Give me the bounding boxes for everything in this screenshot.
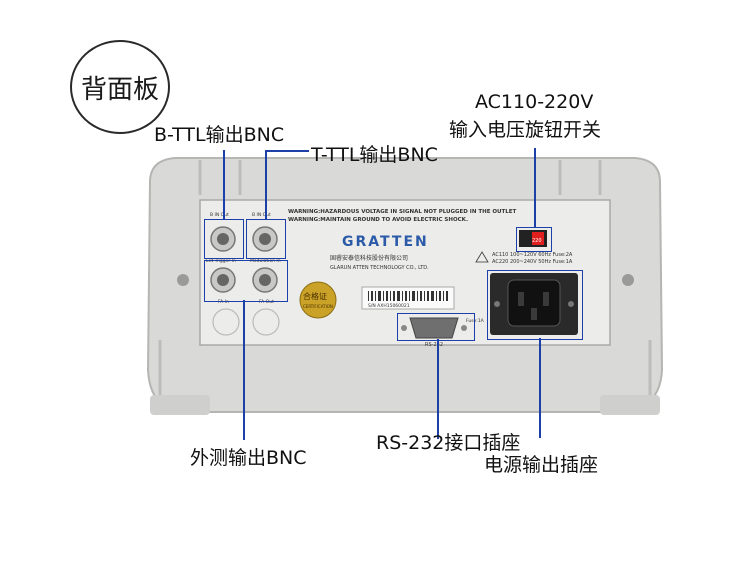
highlight-rs232 — [397, 313, 475, 341]
badge-label: 背面板 — [80, 74, 159, 105]
hazard-icon — [475, 251, 489, 263]
svg-text:B IN Out: B IN Out — [210, 212, 229, 218]
leader-rs232 — [437, 339, 439, 439]
leader-switch — [534, 148, 536, 228]
power-spec-1: AC110 100~120V 60Hz Fuse:2A — [492, 252, 573, 258]
foot-left — [150, 395, 210, 415]
power-spec-2: AC220 200~240V 50Hz Fuse:1A — [492, 259, 573, 265]
fuse-label: Fuse:1A — [466, 318, 485, 324]
company-cn: 国睿安泰信科技股份有限公司 — [330, 254, 408, 262]
voltage-selector-switch: 220 — [519, 230, 547, 247]
leader-t-ttl-h — [265, 150, 309, 152]
power-inlet-socket — [490, 273, 578, 335]
callout-t-ttl: T-TTL输出BNC — [311, 144, 438, 166]
highlight-switch — [516, 227, 552, 252]
leader-external — [243, 300, 245, 440]
callout-b-ttl: B-TTL输出BNC — [154, 124, 285, 146]
callout-power-switch-1: AC110-220V — [475, 91, 594, 113]
warning-line-2: WARNING:MAINTAIN GROUND TO AVOID ELECTRI… — [288, 217, 468, 223]
callout-external: 外测输出BNC — [190, 447, 307, 469]
leader-t-ttl-v — [265, 150, 267, 220]
highlight-power-socket — [487, 270, 583, 340]
svg-text:合格证: 合格证 — [303, 291, 327, 301]
highlight-b-ttl — [204, 219, 244, 259]
svg-text:S/N AXH15060021: S/N AXH15060021 — [368, 303, 410, 309]
fa-in-label: FA In — [218, 299, 229, 305]
ext-trigger-label: Ext Trigger In — [206, 258, 236, 264]
highlight-external — [204, 260, 288, 302]
leader-power-socket — [539, 338, 541, 438]
bnc-external-1 — [210, 267, 236, 293]
highlight-t-ttl — [246, 219, 286, 259]
callout-rs232: RS-232接口插座 — [376, 432, 521, 454]
socket-fa-in — [212, 308, 240, 336]
socket-fa-out — [252, 308, 280, 336]
back-panel-badge: 背面板 — [70, 40, 170, 134]
screw-left — [177, 274, 189, 286]
svg-text:B IN Out: B IN Out — [252, 212, 271, 218]
company-en: GLARUN ATTEN TECHNOLOGY CO., LTD. — [330, 265, 429, 271]
certification-sticker: 合格证 CERTIFICATION — [299, 281, 337, 319]
bnc-external-2 — [252, 267, 278, 293]
bnc-t-ttl: B IN Out — [252, 212, 278, 252]
svg-text:220: 220 — [532, 238, 542, 244]
modulation-label: Modulation In — [250, 258, 281, 264]
brand-logo: GRATTEN — [342, 234, 429, 250]
foot-right — [600, 395, 660, 415]
leader-b-ttl — [223, 150, 225, 220]
callout-power-socket: 电源输出插座 — [484, 454, 599, 476]
rs232-port: RS-232 — [401, 317, 467, 348]
svg-text:CERTIFICATION: CERTIFICATION — [303, 304, 333, 309]
serial-barcode: S/N AXH15060021 — [361, 286, 455, 310]
svg-text:RS-232: RS-232 — [425, 342, 443, 348]
screw-right — [622, 274, 634, 286]
callout-power-switch-2: 输入电压旋钮开关 — [449, 119, 602, 141]
fa-out-label: FA Out — [259, 299, 274, 305]
bnc-b-ttl: B IN Out — [210, 212, 236, 252]
warning-line-1: WARNING:HAZARDOUS VOLTAGE IN SIGNAL NOT … — [288, 209, 517, 215]
